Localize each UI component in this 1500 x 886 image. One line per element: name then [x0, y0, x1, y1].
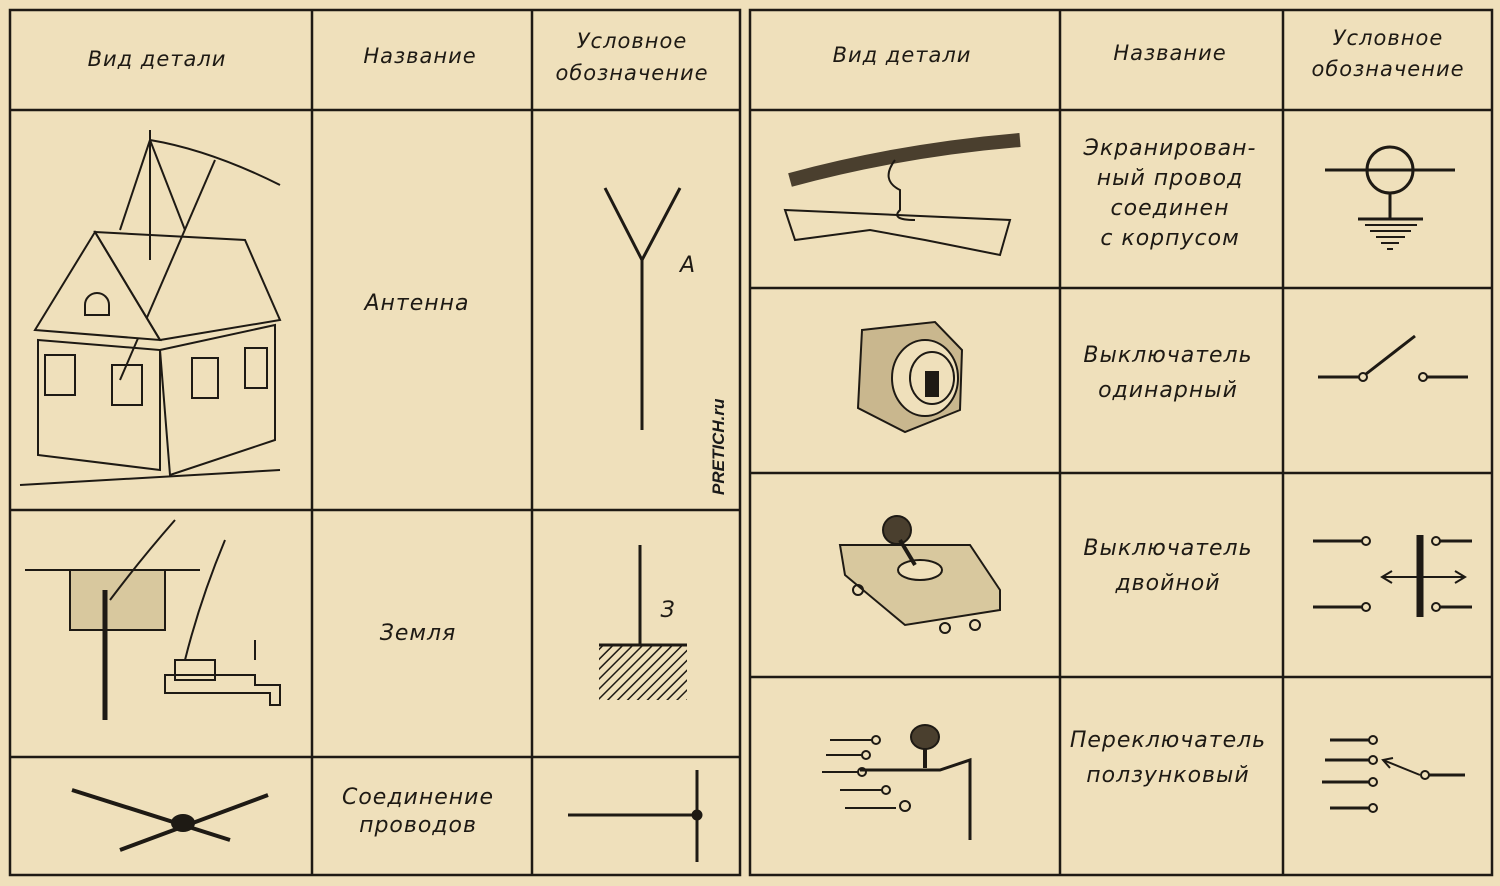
slide-switch-symbol — [1322, 735, 1465, 813]
name-slide-switch: ползунковый — [1086, 763, 1249, 788]
left-table-grid — [8, 8, 742, 877]
twisted-wire-illustration — [71, 788, 269, 852]
antenna-symbol — [603, 187, 682, 430]
header-part-view: Вид детали — [88, 47, 227, 71]
wire-joint-symbol — [568, 770, 703, 862]
name-shielded-wire: с корпусом — [1100, 226, 1239, 251]
header-symbol: Условное — [577, 29, 688, 53]
header-symbol: обозначение — [1311, 57, 1464, 81]
name-ground: Земля — [380, 621, 457, 646]
header-part-view: Вид детали — [833, 43, 972, 67]
double-switch-illustration — [838, 515, 1001, 634]
name-slide-switch: Переключатель — [1070, 728, 1266, 753]
name-double-switch: Выключатель — [1083, 536, 1252, 561]
ground-symbol — [599, 545, 687, 700]
antenna-label: А — [678, 253, 696, 278]
name-antenna: Антенна — [362, 291, 469, 316]
header-symbol: Условное — [1333, 26, 1444, 50]
header-name: Название — [1113, 41, 1226, 65]
shielded-cable-illustration — [783, 133, 1021, 257]
header-name: Название — [363, 44, 476, 68]
name-shielded-wire: Экранирован- — [1083, 136, 1257, 161]
watermark: PRETICH.ru — [709, 398, 728, 495]
name-wire-joint: проводов — [359, 813, 477, 838]
ground-rod-illustration — [25, 519, 281, 720]
name-shielded-wire: соединен — [1111, 196, 1230, 221]
name-single-switch: Выключатель — [1083, 343, 1252, 368]
house-with-antenna-illustration — [19, 130, 282, 486]
double-switch-symbol — [1313, 535, 1472, 617]
name-double-switch: двойной — [1114, 571, 1220, 596]
name-single-switch: одинарный — [1098, 378, 1238, 403]
ground-label: З — [660, 598, 675, 623]
toggle-switch-illustration — [856, 320, 964, 434]
shielded-wire-symbol — [1325, 145, 1455, 250]
name-shielded-wire: ный провод — [1097, 166, 1244, 191]
single-switch-symbol — [1318, 334, 1468, 382]
right-table-grid — [748, 8, 1494, 877]
name-wire-joint: Соединение — [342, 785, 494, 810]
header-symbol: обозначение — [555, 61, 708, 85]
slide-switch-illustration — [822, 724, 972, 840]
